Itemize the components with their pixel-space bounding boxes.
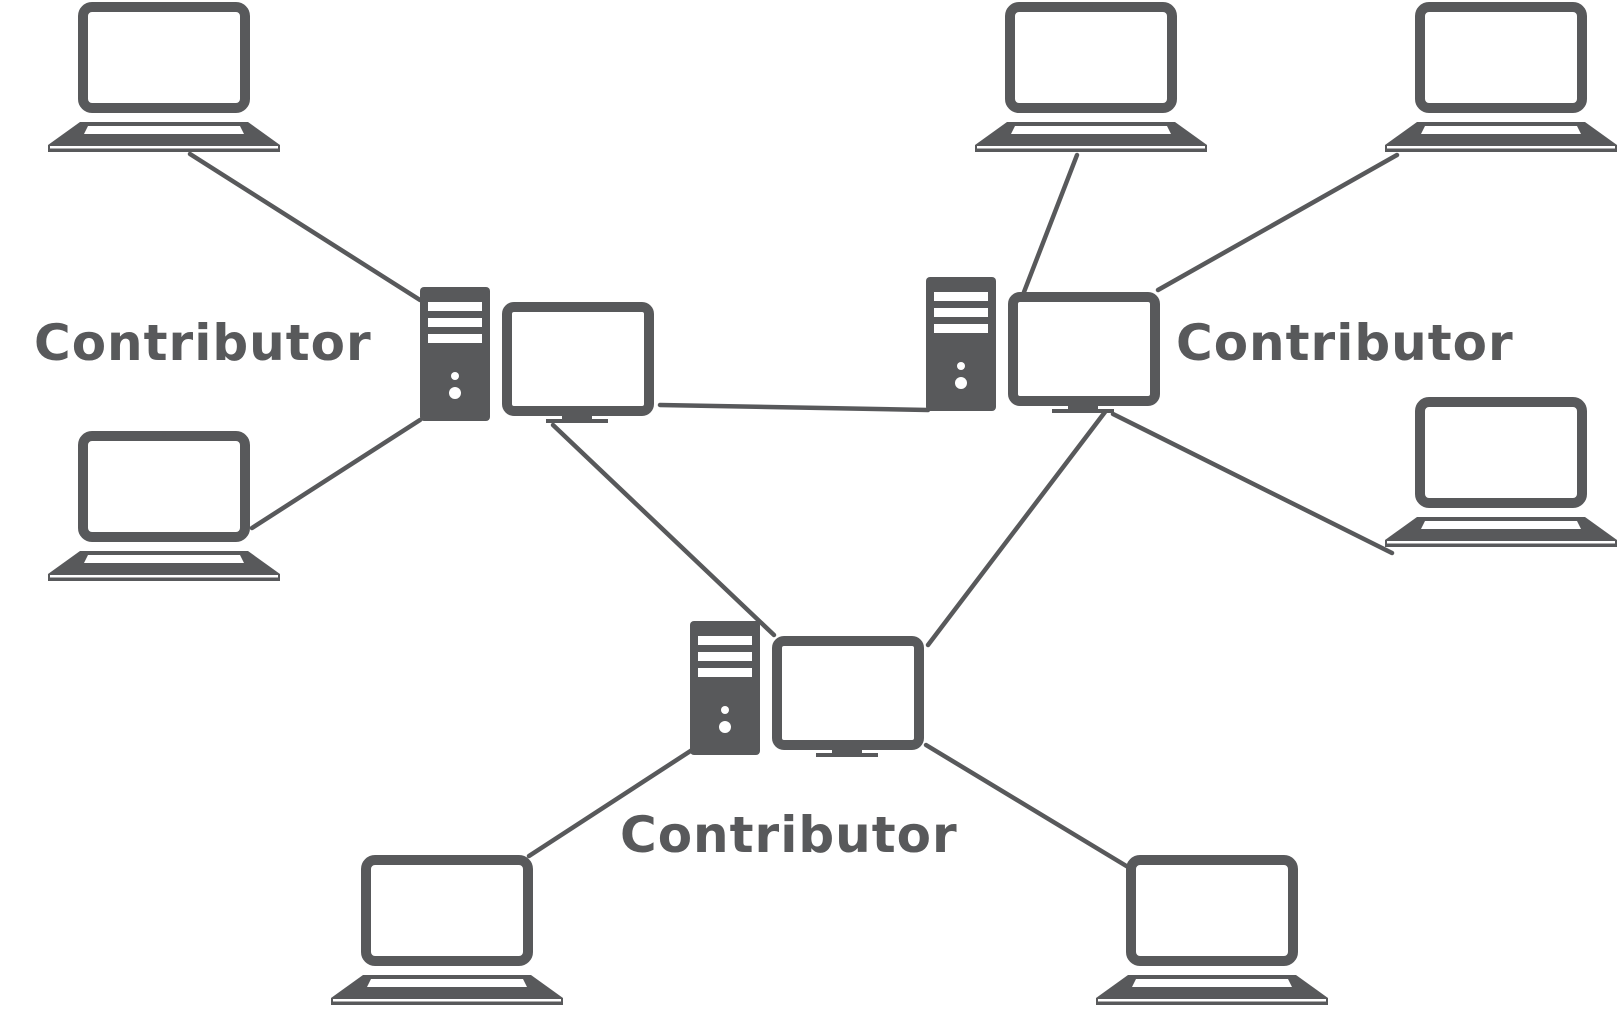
desktop-tower-icon	[690, 621, 760, 755]
desktop-tower-icon	[420, 287, 490, 421]
workstation-bottom	[690, 621, 919, 757]
laptop-icon	[1385, 4, 1617, 152]
workstation-left	[420, 287, 649, 423]
monitor-icon	[1013, 297, 1155, 413]
workstation-right	[926, 277, 1155, 413]
laptop-icon	[1385, 399, 1617, 547]
link-left-to-right-hub	[657, 402, 931, 413]
laptop-icon	[975, 4, 1207, 152]
link-left-top-laptop	[187, 151, 423, 303]
laptop-icon	[1096, 857, 1328, 1005]
link-left-bottom-laptop	[249, 417, 423, 531]
link-bottom-left-laptop	[526, 747, 695, 859]
link-bottom-right-laptop	[923, 742, 1131, 870]
monitor-icon	[777, 641, 919, 757]
link-right-to-bottom-hub	[925, 409, 1108, 648]
laptop-icon	[48, 4, 280, 152]
link-left-to-bottom-hub	[550, 422, 777, 638]
desktop-tower-icon	[926, 277, 996, 411]
contributor-label-right: Contributor	[1176, 314, 1514, 372]
contributor-label-left: Contributor	[34, 314, 372, 372]
contributor-label-bottom: Contributor	[620, 806, 958, 864]
connection-lines	[187, 151, 1400, 870]
laptop-icon	[48, 433, 280, 581]
link-right-top-laptop-a	[1021, 152, 1080, 295]
laptop-icon	[331, 857, 563, 1005]
link-right-top-laptop-b	[1155, 152, 1400, 293]
link-right-lower-laptop	[1110, 411, 1395, 556]
monitor-icon	[507, 307, 649, 423]
